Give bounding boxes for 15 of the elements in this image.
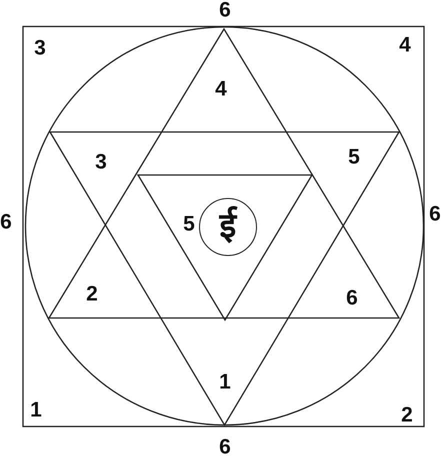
- corner-number: 2: [401, 404, 413, 426]
- side-number: 6: [0, 212, 12, 232]
- side-number: 6: [219, 436, 231, 456]
- side-number: 6: [429, 204, 441, 224]
- region-number: 5: [348, 146, 360, 168]
- region-number: 5: [183, 214, 195, 234]
- region-number: 2: [86, 284, 98, 304]
- corner-number: 3: [34, 38, 46, 58]
- region-number: 3: [95, 152, 107, 172]
- region-number: 6: [346, 288, 358, 308]
- region-number: 1: [219, 372, 231, 392]
- region-number: 4: [215, 78, 227, 100]
- corner-number: 1: [30, 400, 42, 420]
- side-number: 6: [219, 0, 231, 20]
- corner-number: 4: [399, 34, 411, 56]
